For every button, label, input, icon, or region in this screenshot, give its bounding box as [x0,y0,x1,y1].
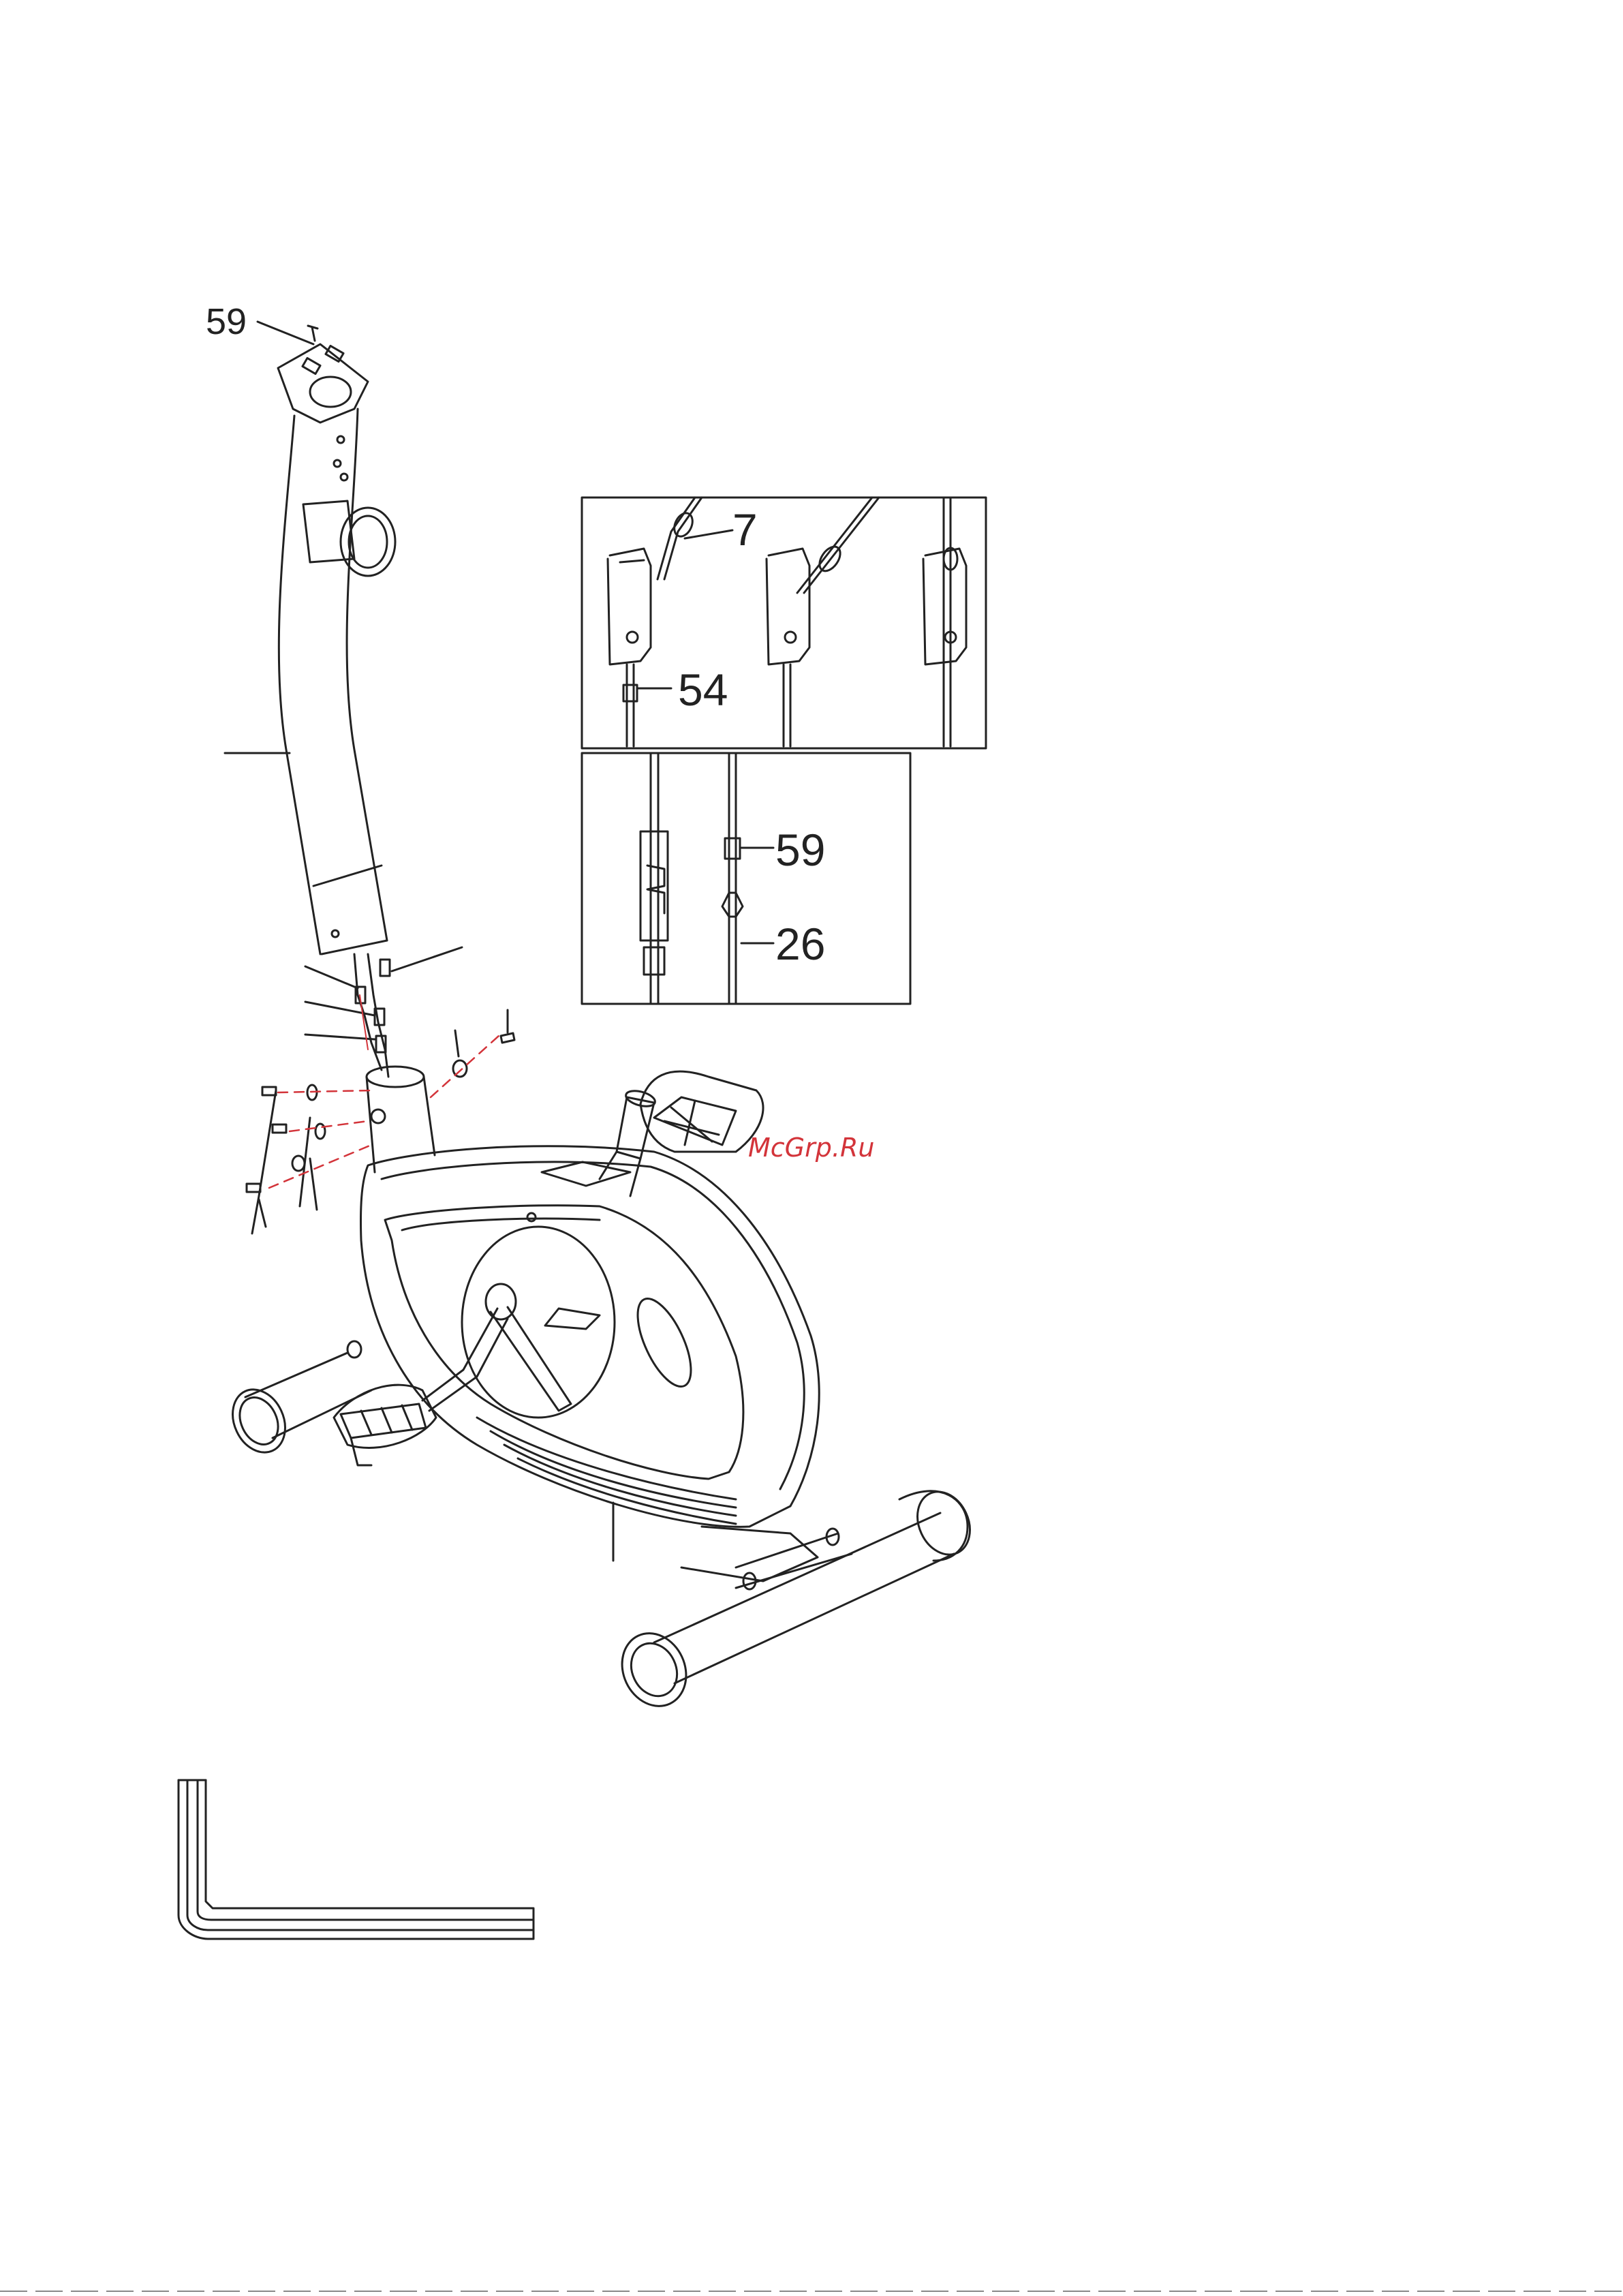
callout-59-main: 59 [206,301,247,342]
inset-connector [582,753,910,1004]
callout-7: 7 [732,504,758,555]
callout-26: 26 [775,919,825,969]
front-stabilizer [223,1341,371,1461]
inset-cable-hook [582,498,986,748]
cable-59-top [308,326,318,341]
watermark: McGrp.Ru [748,1133,874,1163]
cable-connectors [305,947,462,1077]
handlebar-post [278,344,395,954]
callout-54: 54 [678,664,728,715]
frame-neck [367,1067,435,1172]
callout-59-inset: 59 [775,825,825,875]
allen-key [179,1780,534,1939]
